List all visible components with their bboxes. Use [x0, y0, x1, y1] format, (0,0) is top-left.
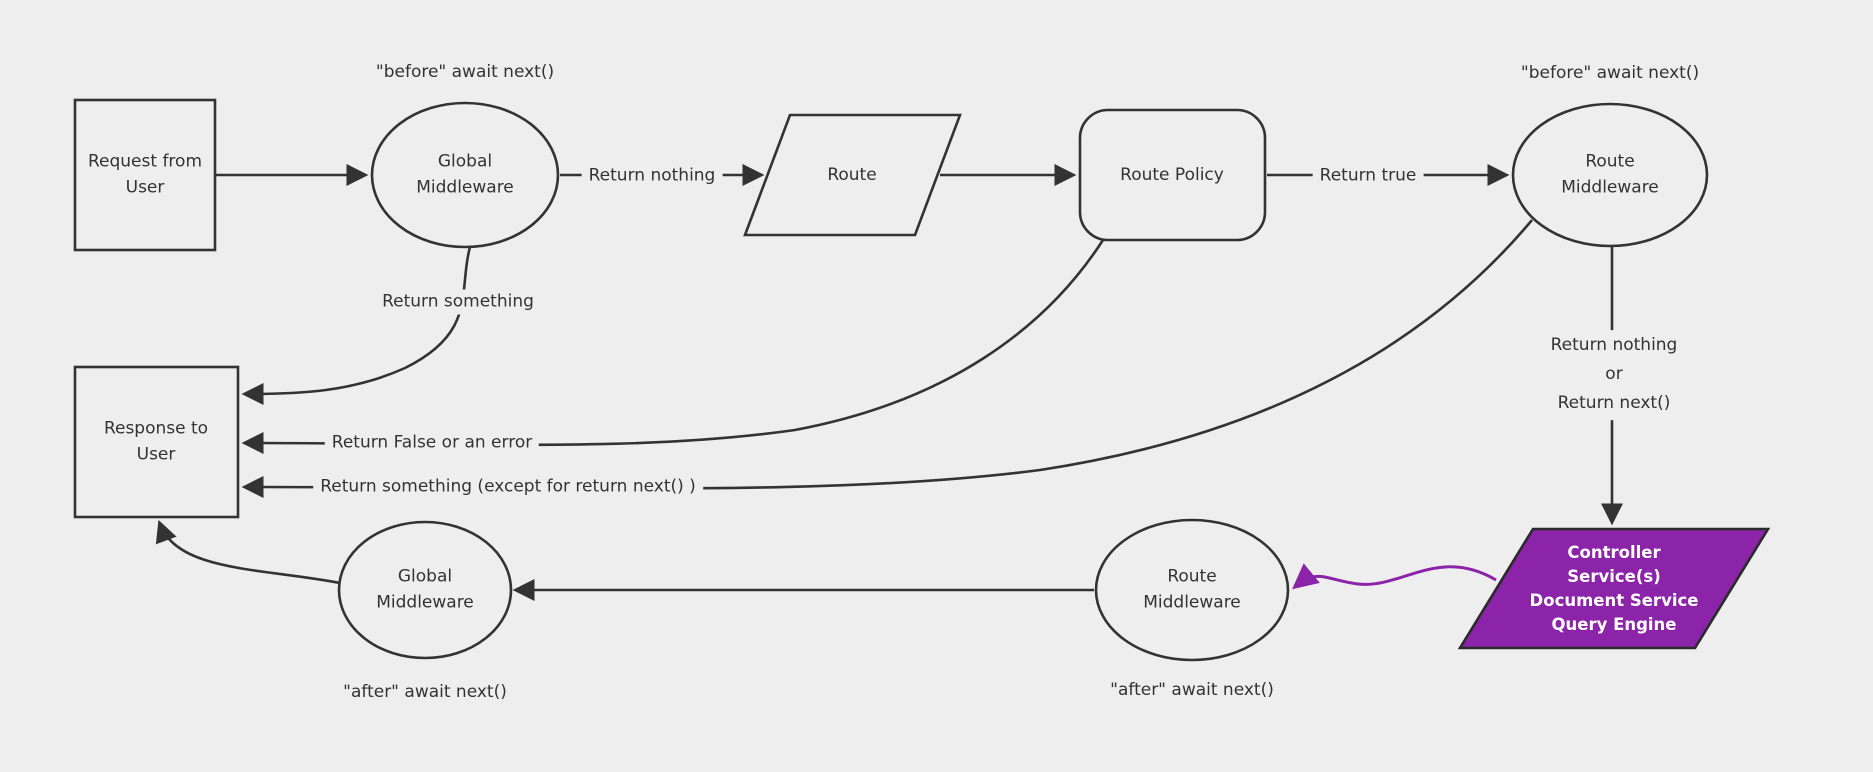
node-response-shape [73, 365, 240, 519]
node-global-middleware-bottom-label: Global Middleware [376, 566, 474, 613]
edge-global-mw-to-response [241, 246, 472, 406]
annotation-before-global-middleware: "before" await next() [375, 61, 555, 82]
node-request-shape [73, 98, 217, 252]
node-global-middleware-bottom-shape [337, 520, 513, 660]
node-route-middleware-top-shape [1511, 102, 1709, 248]
edge-controller-to-route-mw-bottom [1292, 563, 1497, 590]
edge-label-return-false-or-error: Return False or an error [324, 430, 540, 456]
node-global-middleware-top-label: Global Middleware [416, 151, 514, 198]
edge-label-return-nothing: Return nothing [581, 163, 723, 189]
node-route-shape [743, 113, 962, 237]
node-route-middleware-bottom-label: Route Middleware [1143, 566, 1241, 613]
node-route-policy-label: Route Policy [1120, 164, 1224, 185]
node-route-middleware-top-label: Route Middleware [1561, 151, 1659, 198]
node-controller-label: Controller Service(s) Document Service Q… [1529, 543, 1699, 634]
annotation-after-global-middleware: "after" await next() [343, 681, 507, 702]
node-request-label: Request from User [87, 151, 203, 198]
edge-label-return-true: Return true [1312, 163, 1424, 189]
edge-label-return-something: Return something [375, 289, 541, 315]
edge-label-return-something-except: Return something (except for return next… [313, 474, 703, 500]
node-response-label: Response to User [103, 418, 209, 465]
node-route-policy-shape [1078, 108, 1267, 242]
edge-global-mw-bottom-to-response [155, 519, 341, 585]
node-route-label: Route [827, 164, 877, 185]
node-route-middleware-bottom-shape [1094, 518, 1290, 662]
annotation-before-route-middleware: "before" await next() [1520, 62, 1700, 83]
edge-label-return-nothing-or-next: Return nothing or Return next() [1543, 330, 1685, 420]
node-controller-shape [1457, 527, 1771, 650]
node-global-middleware-top-shape [370, 101, 560, 249]
edge-route-policy-to-response [241, 239, 1105, 455]
annotation-after-route-middleware: "after" await next() [1110, 679, 1274, 700]
